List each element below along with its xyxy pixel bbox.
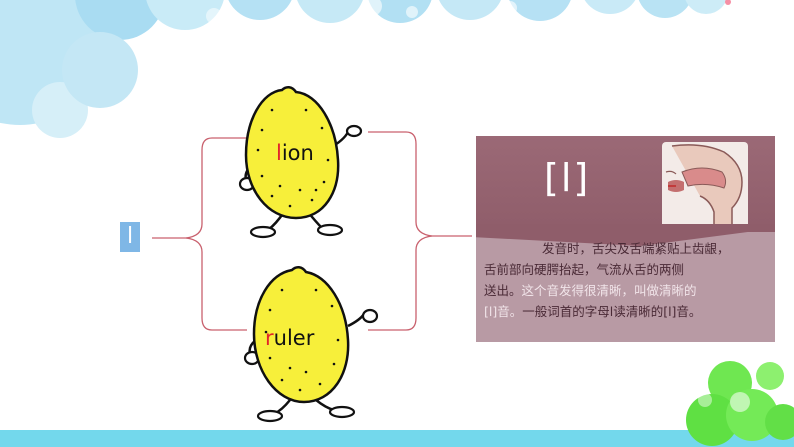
desc-line-4-text: 一般词首的字母l读清晰的[l]音。 [522, 304, 702, 319]
phonetic-symbol: [l] [544, 156, 591, 200]
word-ruler-highlight: r [265, 326, 274, 350]
desc-line-3-text: 送出。 [484, 283, 522, 298]
word-ruler-rest: uler [273, 326, 315, 350]
desc-line-2: 舌前部向硬腭抬起，气流从舌的两侧 [484, 259, 766, 280]
left-bracket [152, 137, 247, 331]
desc-line-3: 送出。这个音发得很清晰，叫做清晰的 [484, 280, 766, 301]
desc-line-2-text: 舌前部向硬腭抬起，气流从舌的两侧 [484, 262, 685, 277]
desc-line-4: [l]音。一般词首的字母l读清晰的[l]音。 [484, 301, 766, 322]
panel-header: [l] [476, 136, 775, 233]
bottom-bar [0, 430, 794, 447]
desc-line-1: 发音时，舌尖及舌端紧贴上齿龈， [484, 238, 766, 259]
mouth-cross-section-icon [665, 144, 743, 233]
pronunciation-panel: [l] 发音时，舌尖及舌端紧贴上齿龈， 舌前部向硬腭抬起，气流从舌的两侧 送出。… [476, 136, 775, 342]
top-bubble-cluster [0, 0, 731, 138]
word-lion-highlight: l [276, 141, 282, 165]
mouth-diagram [662, 142, 748, 233]
word-lion: lion [276, 141, 314, 165]
pronunciation-description: 发音时，舌尖及舌端紧贴上齿龈， 舌前部向硬腭抬起，气流从舌的两侧 送出。这个音发… [484, 238, 766, 322]
green-bubble-cluster [686, 361, 794, 446]
lemon-ruler [243, 266, 379, 423]
word-lion-rest: ion [281, 141, 314, 165]
desc-line-3-light: 这个音发得很清晰，叫做清晰的 [521, 283, 697, 298]
letter-box: l [120, 222, 140, 252]
desc-line-1-text: 发音时，舌尖及舌端紧贴上齿龈， [542, 241, 730, 256]
lemon-lion [238, 86, 363, 239]
word-ruler: ruler [265, 326, 314, 350]
desc-line-4-light: [l]音。 [484, 304, 523, 319]
right-bracket [368, 131, 472, 331]
